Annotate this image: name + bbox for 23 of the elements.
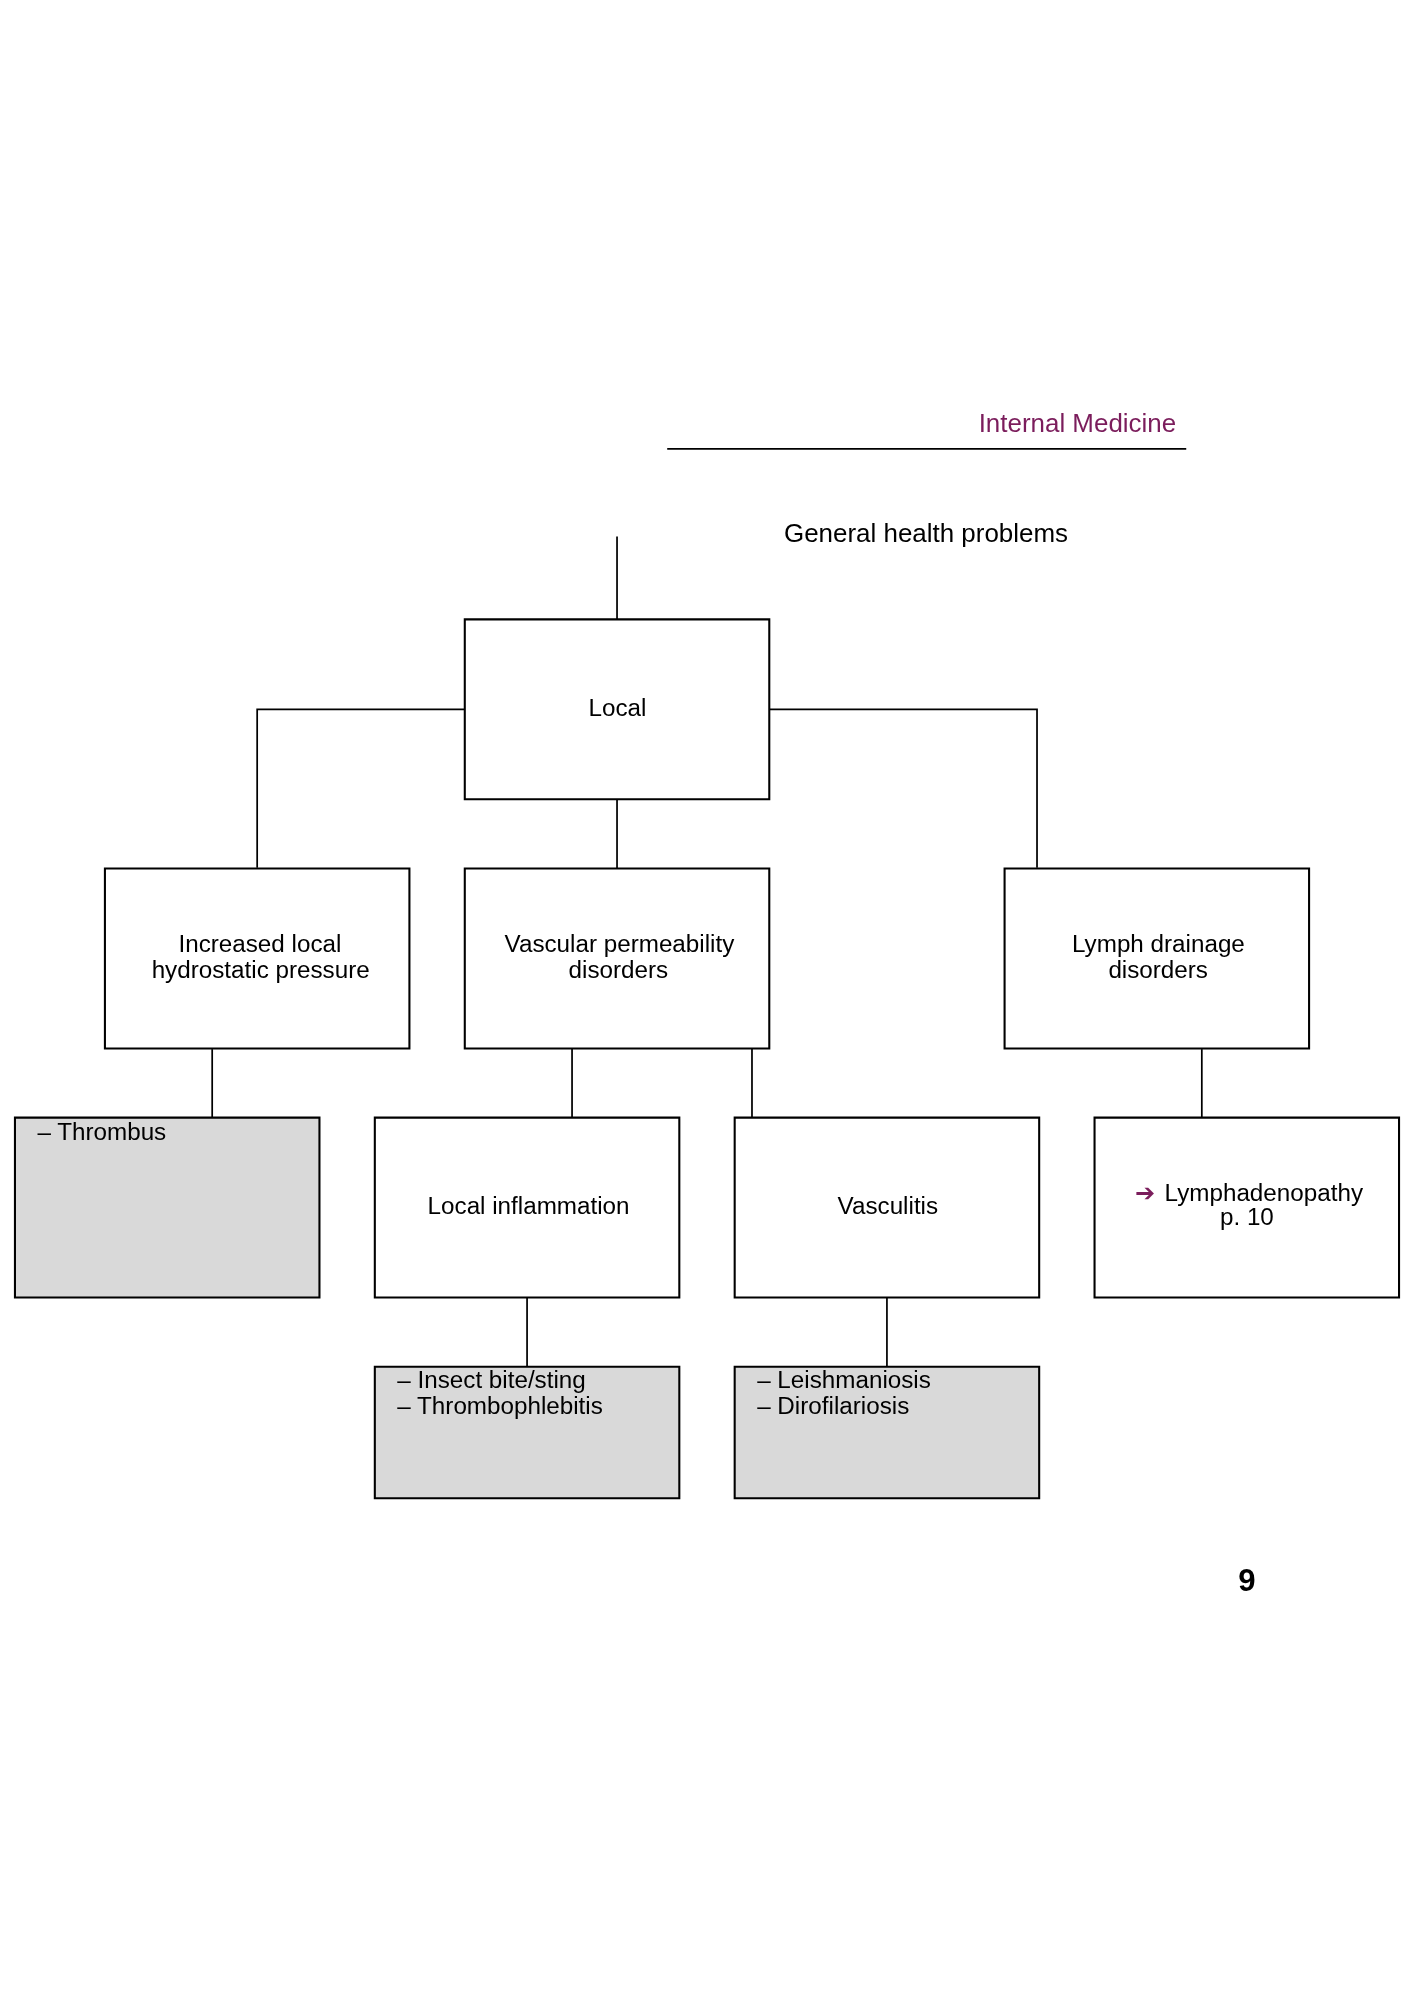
label: Internal Medicine <box>978 408 1177 437</box>
label: General health problems <box>783 518 1069 547</box>
node-box: Lymph drainage disorders <box>1003 867 1311 1050</box>
connector <box>769 708 1038 869</box>
connector <box>886 1296 888 1368</box>
connector <box>616 799 618 870</box>
node-box: Vascular permeability disorders <box>463 867 771 1050</box>
node-box: – Insect bite/sting – Thrombophlebitis <box>373 1365 681 1500</box>
node-box: – Thrombus <box>13 1116 321 1299</box>
node-box: Local inflammation <box>373 1116 681 1299</box>
connector <box>616 535 618 621</box>
node-box: – Leishmaniosis – Dirofilariosis <box>733 1365 1041 1500</box>
connector <box>1200 1048 1203 1119</box>
node-box: Increased local hydrostatic pressure <box>103 867 411 1050</box>
node-box: ➔ Lymphadenopathy p. 10 <box>1093 1116 1401 1299</box>
node-box: Local <box>463 618 771 801</box>
node-box: Vasculitis <box>733 1116 1041 1299</box>
connector <box>571 1048 573 1119</box>
connector <box>751 1048 753 1119</box>
label: 9 <box>1238 1562 1256 1598</box>
connector <box>256 708 466 869</box>
connector <box>211 1048 214 1119</box>
connector <box>526 1296 528 1368</box>
